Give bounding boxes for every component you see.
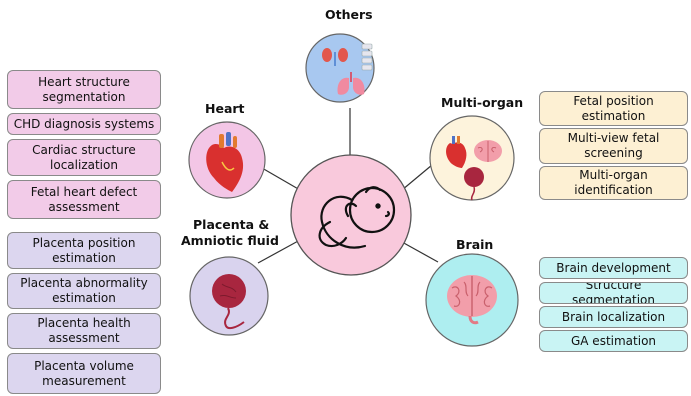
heart-node <box>189 122 265 198</box>
heart-title: Heart <box>205 101 245 117</box>
heart-task-box: Cardiac structure localization <box>7 139 161 176</box>
heart-task-box: Fetal heart defect assessment <box>7 180 161 219</box>
multi-organ-title: Multi-organ <box>441 95 523 111</box>
placenta-task-box: Placenta position estimation <box>7 232 161 269</box>
center-fetus-node <box>291 155 411 275</box>
brain-node <box>426 254 518 346</box>
others-node <box>306 34 374 102</box>
brain-task-box: Brain development <box>539 257 688 279</box>
brain-task-box: Brain localization <box>539 306 688 328</box>
multi-organ-node <box>430 116 514 200</box>
brain-title: Brain <box>456 237 493 253</box>
placenta-task-box: Placenta health assessment <box>7 313 161 349</box>
brain-task-box: GA estimation <box>539 330 688 352</box>
multi-organ-task-box: Multi-organ identification <box>539 166 688 200</box>
placenta-task-box: Placenta volume measurement <box>7 353 161 394</box>
placenta-title-line2: Amniotic fluid <box>181 233 279 249</box>
multi-organ-task-box: Multi-view fetal screening <box>539 128 688 164</box>
heart-task-box: Heart structure segmentation <box>7 70 161 109</box>
others-title: Others <box>325 7 373 23</box>
brain-task-box: Structure segmentation <box>539 282 688 304</box>
placenta-task-box: Placenta abnormality estimation <box>7 273 161 309</box>
mini-brain-icon <box>474 140 502 162</box>
multi-organ-task-box: Fetal position estimation <box>539 91 688 126</box>
heart-task-box: CHD diagnosis systems <box>7 113 161 135</box>
placenta-node <box>190 257 268 335</box>
placenta-title-line1: Placenta & <box>193 217 269 233</box>
